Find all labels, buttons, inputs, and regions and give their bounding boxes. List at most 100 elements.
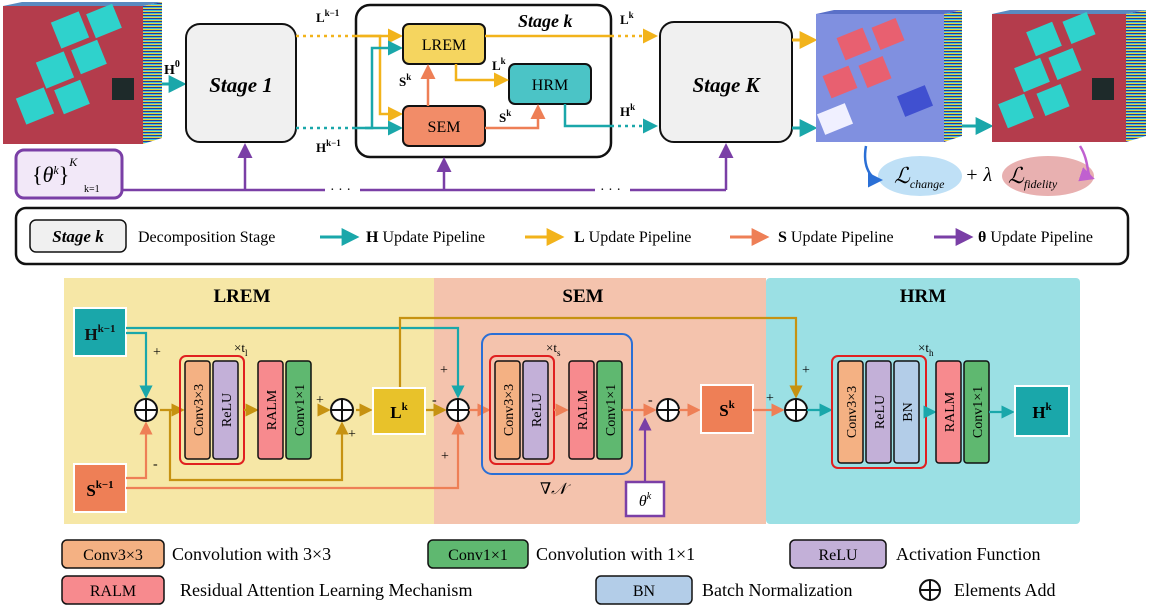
sem-plus-1: +: [440, 363, 448, 378]
loss-fidelity: ℒfidelity: [1008, 163, 1058, 191]
legend-theta-pipeline: θ Update Pipeline: [978, 229, 1093, 246]
stage-1-box: [185, 23, 297, 143]
sk-hrm-label: Sk: [499, 108, 511, 125]
hrm-plus-1: +: [766, 391, 774, 406]
legend-stage-desc: Decomposition Stage: [138, 229, 275, 246]
theta-set-box: [14, 148, 124, 200]
stage-k-lrem-label: LREM: [422, 37, 466, 54]
loss-change: ℒchange: [894, 163, 945, 191]
theta-dots-2: · · ·: [600, 183, 621, 198]
hrm-ralm-label: RALM: [943, 391, 958, 432]
hrm-relu-label: ReLU: [873, 395, 888, 429]
stage-K-box: [659, 21, 793, 143]
sem-theta: θk: [639, 491, 652, 510]
sem-relu-label: ReLU: [530, 393, 545, 427]
hrm-conv1-label: Conv1×1: [971, 386, 986, 438]
lrem-title: LREM: [214, 286, 271, 307]
hrm-ralm: [935, 360, 962, 464]
legend-conv3-box-label: Conv3×3: [83, 547, 143, 564]
sem-ralm-label: RALM: [576, 389, 591, 430]
hrm-bn: [893, 360, 920, 464]
legend-relu-desc: Activation Function: [896, 544, 1040, 564]
legend-s-pipeline: S Update Pipeline: [778, 229, 894, 246]
lrem-conv1-label: Conv1×1: [293, 384, 308, 436]
h-prev-label: Hk−1: [316, 138, 341, 155]
loss-plus-lambda: + λ: [965, 164, 992, 186]
lrem-relu-label: ReLU: [220, 393, 235, 427]
lrem-ralm: [257, 360, 284, 460]
legend-stage-box-label: Stage k: [52, 227, 104, 246]
legend-relu-box-label: ReLU: [818, 547, 858, 564]
stage-k-sem-box: [402, 105, 486, 147]
sem-minus-1: -: [432, 393, 437, 408]
lrem-add-1: [134, 398, 158, 422]
loss-fidelity-bubble: [1002, 156, 1094, 196]
sem-conv3: [494, 360, 521, 460]
stage-k-title: Stage k: [518, 11, 573, 31]
input-image: [3, 2, 162, 144]
stage-k-hrm-label: HRM: [532, 77, 568, 94]
sem-grad-label: ∇𝒩: [540, 481, 571, 498]
legend-bn-box-label: BN: [633, 583, 656, 600]
sem-repeat: ×ts: [546, 340, 561, 358]
legend-ralm-box-label: RALM: [90, 583, 136, 600]
lrem-in-s-label: Sk−1: [86, 479, 113, 500]
stage-1-label: Stage 1: [209, 73, 273, 97]
sem-relu: [522, 360, 549, 460]
stage-k-sem-label: SEM: [428, 119, 461, 136]
sk-inner-label: Sk: [399, 72, 411, 89]
legend-conv3-desc: Convolution with 3×3: [172, 544, 331, 564]
sem-ralm: [568, 360, 595, 460]
hrm-out-h: [1014, 385, 1070, 437]
lrem-conv3-label: Conv3×3: [192, 384, 207, 436]
legend-conv1-box: [427, 539, 529, 569]
stage-k-hrm-box: [508, 63, 592, 105]
lk-inner-label: Lk: [492, 56, 506, 73]
lrem-plus-2: +: [316, 393, 324, 408]
legend-conv1-desc: Convolution with 1×1: [536, 544, 695, 564]
legend-bn-box: [595, 575, 693, 605]
hrm-relu: [865, 360, 892, 464]
sem-minus-2: -: [648, 393, 653, 408]
lrem-conv3: [184, 360, 211, 460]
lrem-in-h: [73, 307, 127, 357]
theta-dots-1: · · ·: [330, 183, 351, 198]
hrm-add: [784, 398, 808, 422]
top-legend: [14, 206, 1130, 266]
legend-conv1-box-label: Conv1×1: [448, 547, 508, 564]
sem-title: SEM: [562, 286, 603, 307]
legend-conv3-box: [61, 539, 165, 569]
stage-k-lrem-box: [402, 23, 486, 65]
legend-relu-box: [789, 539, 887, 569]
lrem-relu: [212, 360, 239, 460]
legend-l-pipeline: L Update Pipeline: [574, 229, 691, 246]
lrem-in-h-label: Hk−1: [84, 323, 115, 344]
hk-out-label: Hk: [620, 102, 635, 119]
lrem-repeat: ×tl: [234, 340, 248, 358]
lrem-ralm-label: RALM: [265, 389, 280, 430]
stage-K-label: Stage K: [692, 73, 761, 97]
sem-plus-2: +: [441, 449, 449, 464]
hrm-conv3: [837, 360, 864, 464]
sem-add-1: [446, 398, 470, 422]
legend-ralm-box: [61, 575, 165, 605]
legend-h-pipeline: H Update Pipeline: [366, 229, 485, 246]
lrem-conv1: [285, 360, 312, 460]
lrem-add-2: [330, 398, 354, 422]
legend-add-icon: [919, 579, 941, 601]
hrm-repeat: ×th: [918, 340, 934, 358]
sem-out-s-label: Sk: [719, 399, 735, 420]
lrem-plus-1: +: [153, 345, 161, 360]
lrem-minus-1: -: [153, 457, 158, 472]
sem-add-2: [656, 398, 680, 422]
hrm-title: HRM: [900, 286, 947, 307]
change-map-image: [816, 10, 962, 142]
hrm-bn-label: BN: [901, 402, 916, 421]
h0-label: H0: [164, 59, 180, 78]
legend-add-desc: Elements Add: [954, 580, 1056, 600]
hrm-conv3-label: Conv3×3: [845, 386, 860, 438]
sem-grad-box: [481, 333, 633, 475]
lrem-plus-3: +: [348, 427, 356, 442]
sem-conv1-label: Conv1×1: [604, 384, 619, 436]
